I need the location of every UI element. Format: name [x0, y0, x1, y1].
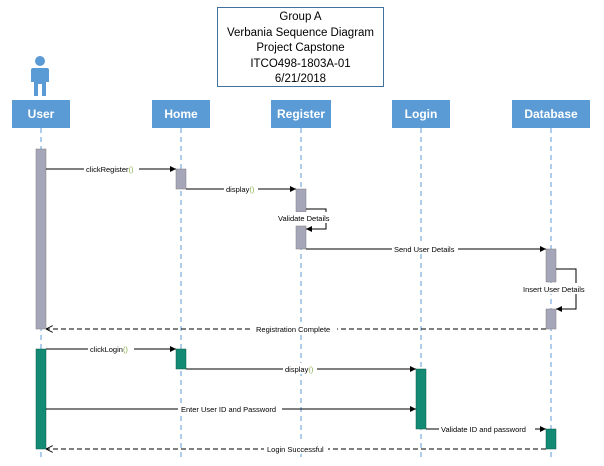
activation-register-display: [295, 188, 307, 213]
activation-home-login: [175, 348, 187, 370]
title-date: 6/21/2018: [274, 73, 327, 86]
message-login-successful-label: Login Successful: [267, 445, 324, 454]
title-diagram-name: Verbania Sequence Diagram: [226, 26, 375, 39]
lifeline-head-register: Register: [271, 100, 331, 128]
activation-home-registration: [175, 168, 187, 190]
activation-database-receive: [545, 248, 557, 283]
activation-register-validate: [295, 225, 307, 250]
activation-database-validate: [545, 428, 557, 450]
message-insert-user-details-label: Insert User Details: [523, 285, 585, 294]
message-click-register-label: clickRegister(): [86, 165, 134, 174]
lifeline-head-login: Login: [392, 100, 450, 128]
message-click-login-label: clickLogin(): [90, 345, 128, 354]
message-enter-credentials-label: Enter User ID and Password: [181, 405, 276, 414]
message-registration-complete-label: Registration Complete: [256, 325, 330, 334]
activation-database-insert: [545, 308, 557, 330]
title-box: Group A Verbania Sequence Diagram Projec…: [217, 7, 384, 87]
lifeline-head-home: Home: [152, 100, 210, 128]
title-course: ITCO498-1803A-01: [250, 57, 351, 70]
message-send-user-details-label: Send User Details: [394, 245, 455, 254]
activation-login: [415, 368, 427, 430]
lifeline-head-database: Database: [512, 100, 590, 128]
title-group: Group A: [279, 11, 322, 23]
activation-user-registration: [35, 148, 47, 330]
message-validate-details-label: Validate Details: [278, 214, 330, 223]
title-project: Project Capstone: [256, 42, 345, 55]
user-actor-icon: [31, 56, 49, 96]
message-validate-id-password-label: Validate ID and password: [441, 425, 526, 434]
message-display-register-label: display(): [226, 185, 255, 194]
activation-user-login: [35, 348, 47, 450]
message-display-login-label: display(): [285, 365, 314, 374]
lifeline-head-user: User: [12, 100, 70, 128]
